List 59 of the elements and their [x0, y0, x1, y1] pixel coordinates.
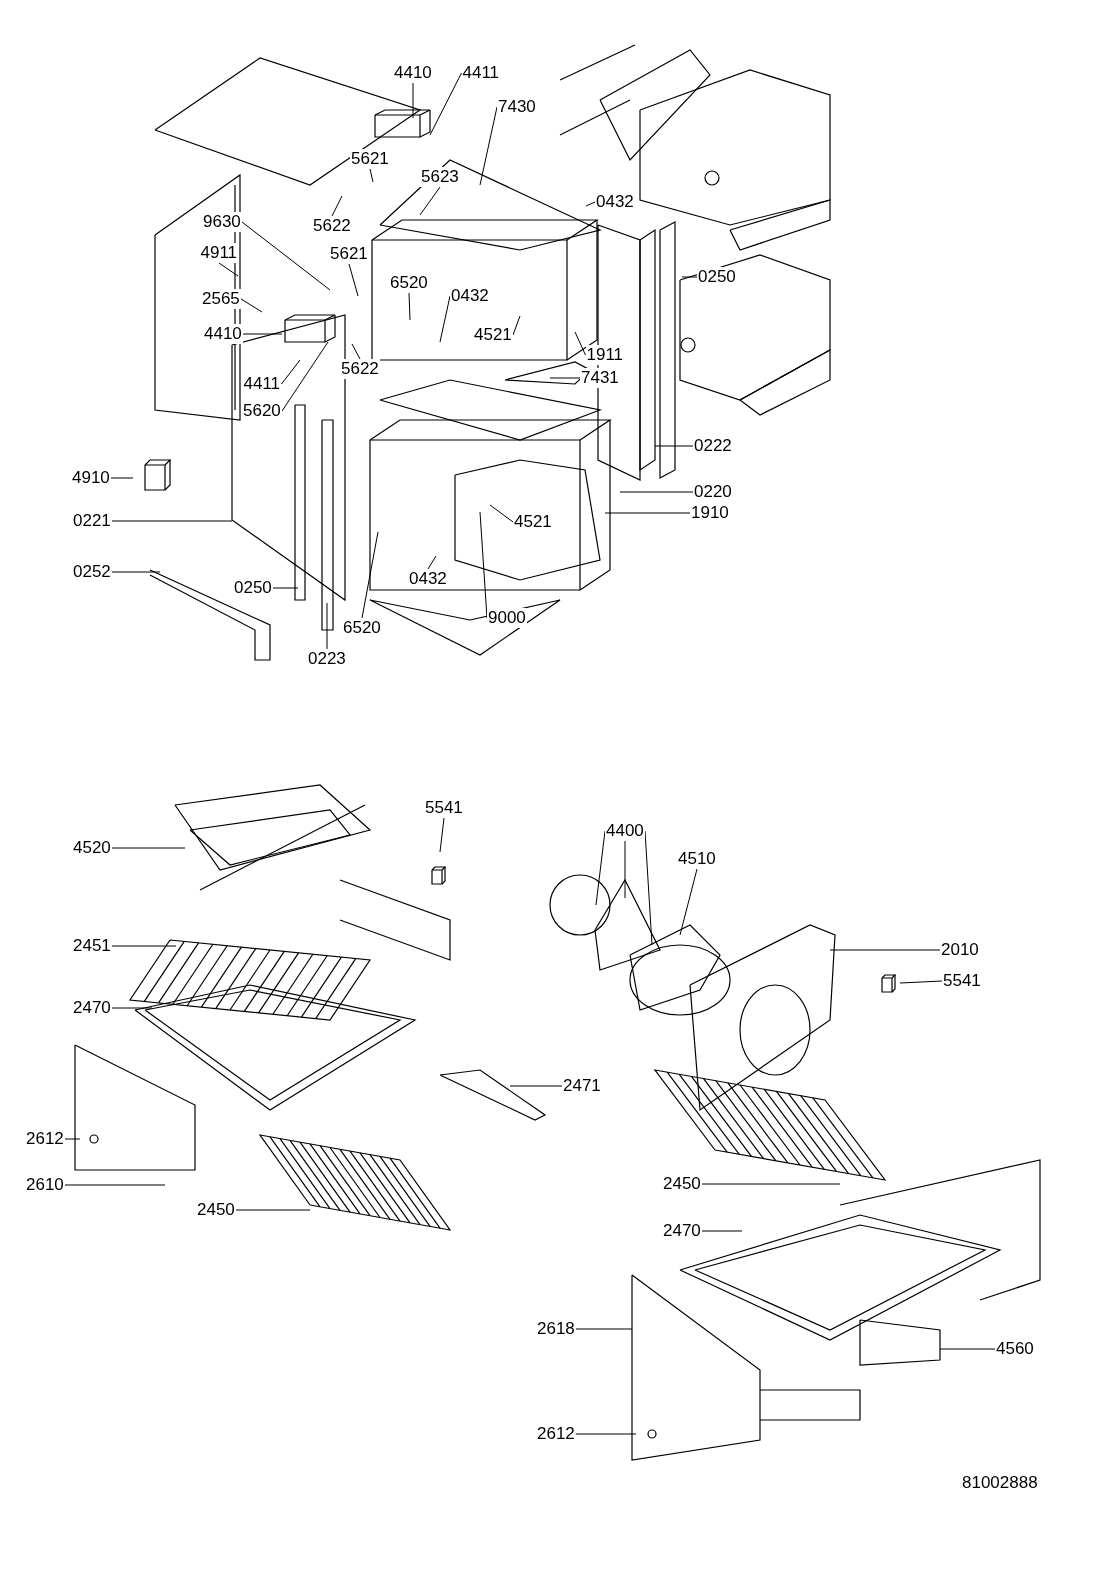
- leader-line: [241, 221, 331, 291]
- leader-line: [408, 292, 411, 321]
- callout-number: 9000: [487, 608, 527, 628]
- callout-number: 5622: [340, 359, 380, 379]
- leader-line: [111, 571, 161, 573]
- leader-line: [235, 1209, 311, 1211]
- leader-line: [829, 949, 941, 951]
- leader-line: [624, 840, 626, 899]
- leader-line: [111, 520, 233, 522]
- leader-line: [110, 477, 134, 479]
- leader-line: [479, 106, 498, 186]
- leader-line: [899, 980, 943, 984]
- leader-line: [331, 195, 343, 217]
- leader-line: [654, 445, 694, 447]
- leader-line: [939, 1348, 996, 1350]
- leader-line: [429, 72, 462, 136]
- leader-line: [111, 847, 186, 849]
- callout-number: 4410: [203, 324, 243, 344]
- leader-line: [272, 587, 299, 589]
- leader-line: [64, 1138, 81, 1140]
- leader-line: [439, 295, 451, 343]
- leader-line: [575, 1433, 637, 1435]
- leader-line: [64, 1184, 166, 1186]
- leader-line: [111, 1007, 153, 1009]
- leader-line: [281, 341, 329, 412]
- leader-line: [111, 945, 177, 947]
- callout-number: 1911: [585, 345, 625, 365]
- callout-number: 4911: [199, 243, 239, 263]
- leader-line: [351, 343, 361, 360]
- leader-line: [242, 333, 283, 335]
- leader-line: [585, 201, 596, 207]
- leader-line: [489, 504, 514, 523]
- leader-line: [549, 377, 581, 379]
- leader-line: [575, 1328, 633, 1330]
- leader-line: [701, 1230, 743, 1232]
- leader-line: [348, 263, 359, 297]
- leader-line: [427, 555, 437, 570]
- leader-line: [281, 359, 301, 385]
- leader-line: [240, 298, 263, 313]
- leader-line: [701, 1183, 841, 1185]
- leader-line: [509, 1085, 563, 1087]
- leader-line: [512, 315, 521, 336]
- leader-line: [218, 262, 239, 277]
- leader-line: [574, 331, 586, 356]
- leader-line: [681, 276, 698, 278]
- callout-number: 7431: [580, 368, 620, 388]
- callout-number: 2565: [201, 289, 241, 309]
- leader-line: [619, 491, 694, 493]
- callout-number: 4400: [605, 821, 645, 841]
- leader-line: [369, 168, 374, 183]
- callout-number: 5623: [420, 167, 460, 187]
- callout-number: 9630: [202, 212, 242, 232]
- leader-line: [419, 186, 441, 216]
- leader-line: [326, 602, 328, 650]
- leader-line: [439, 817, 445, 853]
- leader-line: [361, 531, 379, 619]
- leader-line: [679, 868, 698, 936]
- leader-line: [604, 512, 691, 514]
- leader-line: [412, 82, 414, 119]
